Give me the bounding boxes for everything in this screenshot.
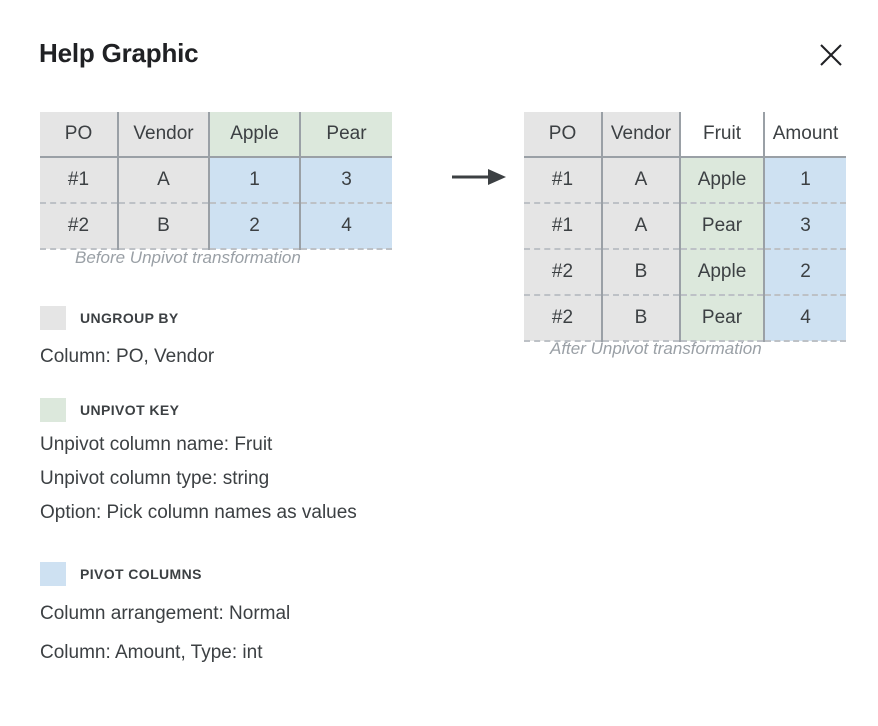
column-header-po: PO: [40, 112, 119, 158]
cell-amount: 1: [764, 157, 846, 204]
cell-fruit: Pear: [680, 295, 765, 342]
legend-detail-line: Unpivot column name: Fruit: [40, 434, 273, 455]
cell-po: #1: [40, 157, 119, 204]
cell-po: #2: [524, 295, 603, 342]
table-row: #2 B Pear 4: [524, 295, 846, 342]
cell-vendor: A: [118, 157, 210, 204]
after-unpivot-table: PO Vendor Fruit Amount #1 A Apple 1 #1 A…: [524, 112, 846, 342]
column-header-vendor: Vendor: [118, 112, 210, 158]
legend-detail-line: Column arrangement: Normal: [40, 603, 291, 624]
column-header-pear: Pear: [300, 112, 392, 158]
legend-detail-line: Column: Amount, Type: int: [40, 642, 263, 663]
legend-detail-line: Column: PO, Vendor: [40, 346, 215, 367]
table-row: #1 A Apple 1: [524, 157, 846, 204]
column-header-fruit: Fruit: [680, 112, 765, 158]
cell-vendor: A: [602, 203, 681, 250]
color-swatch-gray: [40, 306, 66, 330]
cell-amount: 3: [764, 203, 846, 250]
color-swatch-green: [40, 398, 66, 422]
cell-po: #1: [524, 157, 603, 204]
table-row: #2 B Apple 2: [524, 249, 846, 296]
legend-section-pivot-columns: PIVOT COLUMNS Column arrangement: Normal…: [40, 562, 290, 664]
cell-apple: 2: [209, 203, 301, 250]
before-unpivot-table: PO Vendor Apple Pear #1 A 1 3 #2 B 2 4: [40, 112, 392, 250]
cell-po: #2: [524, 249, 603, 296]
close-button[interactable]: [814, 38, 848, 72]
cell-fruit: Pear: [680, 203, 765, 250]
table-row: #1 A 1 3: [40, 157, 392, 204]
cell-fruit: Apple: [680, 157, 765, 204]
legend-section-unpivot-key: UNPIVOT KEY Unpivot column name: Fruit U…: [40, 398, 357, 524]
color-swatch-blue: [40, 562, 66, 586]
table-header-row: PO Vendor Fruit Amount: [524, 112, 846, 158]
legend-detail-line: Unpivot column type: string: [40, 468, 270, 489]
table-row: #2 B 2 4: [40, 203, 392, 250]
cell-vendor: B: [118, 203, 210, 250]
column-header-vendor: Vendor: [602, 112, 681, 158]
cell-vendor: B: [602, 249, 681, 296]
legend-header: UNGROUP BY: [40, 306, 214, 330]
legend-title: PIVOT COLUMNS: [80, 566, 202, 582]
cell-pear: 4: [300, 203, 392, 250]
close-icon: [818, 42, 844, 68]
legend-header: PIVOT COLUMNS: [40, 562, 290, 586]
cell-amount: 4: [764, 295, 846, 342]
column-header-po: PO: [524, 112, 603, 158]
after-table-caption: After Unpivot transformation: [550, 339, 762, 358]
arrow-right-icon: [452, 166, 510, 188]
before-table-caption: Before Unpivot transformation: [75, 248, 301, 267]
cell-fruit: Apple: [680, 249, 765, 296]
page-title: Help Graphic: [39, 38, 199, 68]
column-header-amount: Amount: [764, 112, 846, 158]
column-header-apple: Apple: [209, 112, 301, 158]
legend-title: UNPIVOT KEY: [80, 402, 180, 418]
cell-po: #2: [40, 203, 119, 250]
cell-po: #1: [524, 203, 603, 250]
legend-detail-line: Option: Pick column names as values: [40, 502, 357, 523]
table-header-row: PO Vendor Apple Pear: [40, 112, 392, 158]
legend-section-ungroup-by: UNGROUP BY Column: PO, Vendor: [40, 306, 214, 368]
legend-title: UNGROUP BY: [80, 310, 179, 326]
cell-amount: 2: [764, 249, 846, 296]
cell-apple: 1: [209, 157, 301, 204]
cell-pear: 3: [300, 157, 392, 204]
cell-vendor: B: [602, 295, 681, 342]
table-row: #1 A Pear 3: [524, 203, 846, 250]
cell-vendor: A: [602, 157, 681, 204]
legend-header: UNPIVOT KEY: [40, 398, 357, 422]
